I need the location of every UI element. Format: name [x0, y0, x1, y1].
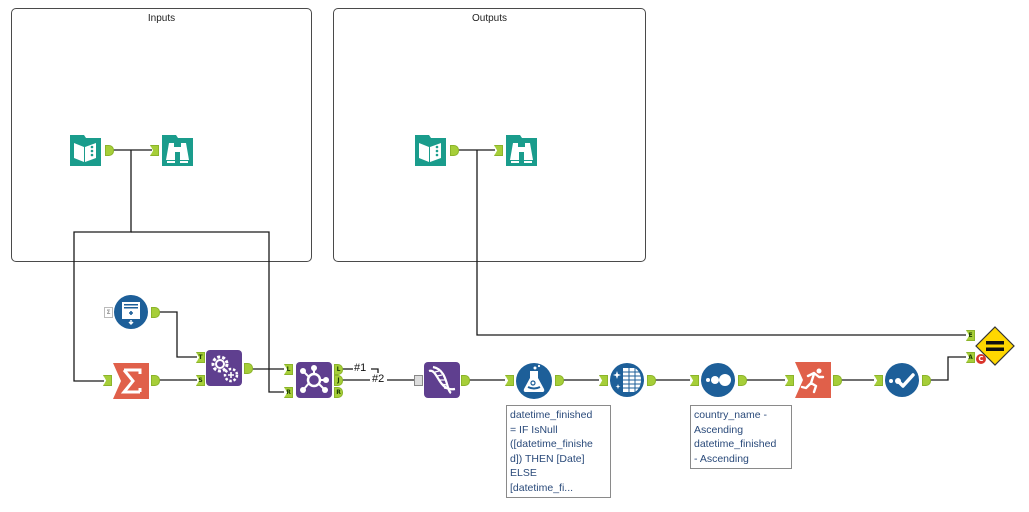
formula-tool[interactable]: [515, 362, 553, 400]
join-j-output-anchor[interactable]: J: [334, 375, 343, 386]
sort-annotation-line: country_name -: [694, 409, 767, 421]
runner-output-anchor[interactable]: [833, 375, 842, 386]
input-data-tool-2[interactable]: [413, 133, 448, 168]
wire-label-1: #1: [353, 362, 368, 374]
sigma-icon: [113, 363, 149, 399]
book-icon: [415, 135, 446, 166]
summarize-output-anchor[interactable]: [151, 375, 160, 386]
join-tool[interactable]: [296, 362, 332, 398]
sort-annotation-line: Ascending: [694, 423, 744, 436]
join-r-output-anchor[interactable]: R: [334, 387, 343, 398]
data-cleansing-output-anchor[interactable]: [647, 375, 656, 386]
data-cleansing-tool[interactable]: [609, 362, 645, 398]
sort-tool[interactable]: [700, 362, 736, 398]
input-data-1-output-anchor[interactable]: [105, 145, 114, 156]
select-tool[interactable]: [884, 362, 920, 398]
book-icon: [70, 135, 101, 166]
wire-input2-test-e: [476, 150, 966, 336]
sort-annotation: country_name - Ascending datetime_finish…: [690, 405, 792, 469]
sort-output-anchor[interactable]: [738, 375, 747, 386]
inputs-container-title: Inputs: [147, 13, 176, 24]
dynamic-replace-tool[interactable]: [206, 350, 242, 386]
checkmark-icon: [885, 363, 919, 397]
binoculars-icon: [162, 135, 193, 166]
browse-tool-2[interactable]: [504, 133, 539, 168]
text-input-sigma-anchor[interactable]: Σ: [104, 307, 113, 318]
summarize-tool[interactable]: [113, 363, 149, 399]
text-input-icon: [114, 295, 148, 329]
browse-tool-1[interactable]: [160, 133, 195, 168]
binoculars-icon: [506, 135, 537, 166]
cleanse-icon: [610, 363, 644, 397]
input-data-tool-1[interactable]: [68, 133, 103, 168]
select-output-anchor[interactable]: [922, 375, 931, 386]
text-input-tool[interactable]: [113, 294, 149, 330]
formula-annotation-line: ELSE: [510, 467, 537, 479]
join-l-output-anchor[interactable]: L: [334, 364, 343, 375]
dna-icon: [424, 362, 460, 398]
formula-annotation-line: [datetime_fi...: [510, 481, 574, 494]
test-tool[interactable]: [975, 326, 1015, 366]
text-input-output-anchor[interactable]: [151, 307, 160, 318]
wire-label-2: #2: [371, 373, 386, 385]
union-input-anchor[interactable]: [414, 375, 423, 386]
union-tool[interactable]: [424, 362, 460, 398]
formula-annotation-line: datetime_finished: [510, 409, 593, 421]
union-output-anchor[interactable]: [461, 375, 470, 386]
runner-icon: [795, 362, 831, 398]
sort-annotation-line: datetime_finished: [694, 438, 777, 450]
formula-annotation: datetime_finished = IF IsNull ([datetime…: [506, 405, 611, 498]
wire-textinput-dynamic-t: [154, 311, 197, 358]
gears-icon: [206, 350, 242, 386]
wire-join-l-to-union: [371, 368, 379, 373]
outputs-container[interactable]: Outputs: [333, 8, 646, 262]
wire-input1-summarize: [73, 150, 132, 382]
flask-icon: [516, 363, 552, 399]
formula-annotation-line: = IF IsNull: [510, 423, 558, 436]
formula-annotation-line: ([datetime_finishe: [510, 438, 593, 450]
sort-annotation-line: - Ascending: [694, 452, 749, 465]
test-error-badge: C: [976, 354, 986, 364]
inputs-container[interactable]: Inputs: [11, 8, 312, 262]
equals-diamond-icon: [975, 326, 1015, 366]
sort-dots-icon: [701, 363, 735, 397]
join-icon: [296, 362, 332, 398]
outputs-container-title: Outputs: [471, 13, 508, 24]
dynamic-replace-output-anchor[interactable]: [244, 363, 253, 374]
runner-tool[interactable]: [795, 362, 831, 398]
wire-input1-join-r: [131, 231, 284, 393]
input-data-2-output-anchor[interactable]: [450, 145, 459, 156]
wire-select-test-a: [929, 356, 966, 381]
formula-annotation-line: d]) THEN [Date]: [510, 452, 585, 465]
formula-output-anchor[interactable]: [555, 375, 564, 386]
